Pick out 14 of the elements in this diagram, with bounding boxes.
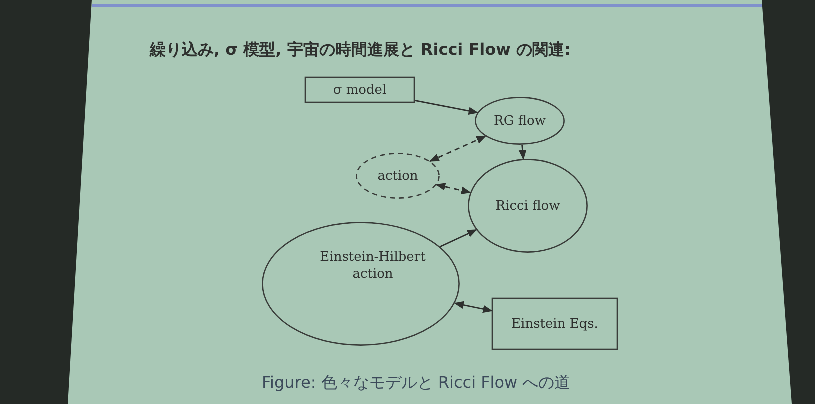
arrow (436, 183, 472, 195)
process-box: Einstein Eqs. (492, 298, 618, 350)
slide-title: 繰り込み, σ 模型, 宇宙の時間進展と Ricci Flow の関連: (150, 40, 571, 61)
figure-caption: Figure: 色々なモデルと Ricci Flow への道 (262, 373, 571, 394)
ellipse-node: Ricci flow (468, 159, 588, 253)
arrow (440, 229, 478, 248)
ellipse-node: RG flow (475, 97, 565, 145)
arrow (454, 301, 493, 314)
ellipse-node: Einstein-Hilbert action (262, 222, 460, 346)
arrow (414, 100, 479, 115)
arrow (518, 144, 527, 160)
arrow (430, 136, 486, 162)
process-box: σ model (305, 77, 415, 103)
ellipse-node: action (356, 153, 440, 199)
